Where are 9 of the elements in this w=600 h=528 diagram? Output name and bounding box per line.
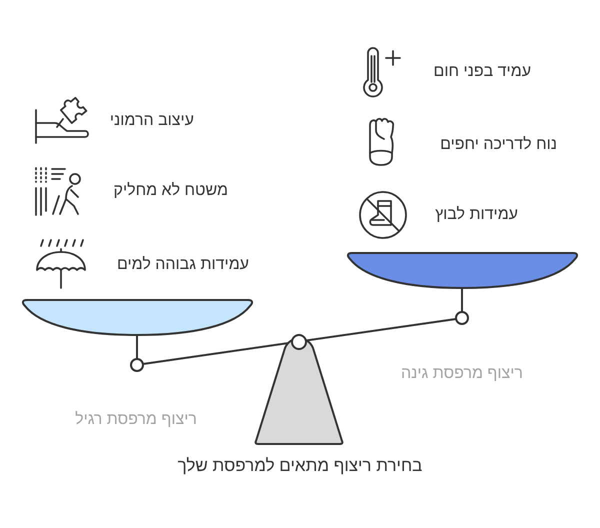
- category-label: ריצוף מרפסת רגיל: [75, 410, 197, 430]
- feature-label: עמידות לבוץ: [435, 205, 518, 225]
- caption: בחירת ריצוף מתאים למרפסת שלך: [178, 455, 422, 477]
- feature-label: משטח לא מחליק: [114, 181, 228, 201]
- feature-label: עמיד בפני חום: [434, 62, 531, 82]
- feature-label: נוח לדריכה יחפים: [440, 135, 557, 155]
- category-label: ריצוף מרפסת גינה: [401, 364, 523, 384]
- feature-label: עמידות גבוהה למים: [116, 255, 249, 275]
- feature-label: עיצוב הרמוני: [110, 111, 194, 131]
